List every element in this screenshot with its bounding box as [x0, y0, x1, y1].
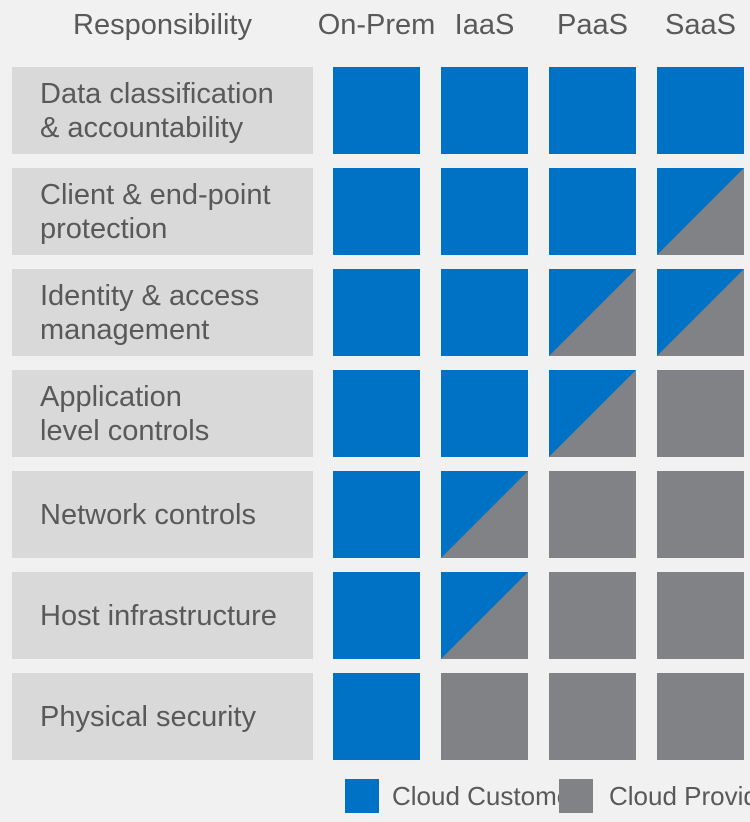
column-header-paas: PaaS [557, 8, 628, 41]
legend: Cloud Customer Cloud Provider [12, 779, 750, 813]
cell-shared [657, 269, 744, 356]
cell-customer [333, 168, 420, 255]
row-label: Host infrastructure [12, 572, 313, 659]
cell-customer [549, 168, 636, 255]
legend-customer-swatch [345, 779, 379, 813]
shared-split-icon [549, 370, 636, 457]
column-header-saas: SaaS [665, 8, 736, 41]
shared-split-icon [441, 471, 528, 558]
cell-customer [441, 168, 528, 255]
row-label: Physical security [12, 673, 313, 760]
cell-provider [657, 471, 744, 558]
row-label: Application level controls [12, 370, 313, 457]
row-label: Identity & access management [12, 269, 313, 356]
column-header-iaas: IaaS [454, 8, 515, 41]
cell-customer [441, 269, 528, 356]
cell-shared [549, 370, 636, 457]
cell-provider [657, 572, 744, 659]
cell-customer [333, 269, 420, 356]
matrix-row: Identity & access management [12, 269, 750, 356]
cell-provider [657, 370, 744, 457]
column-headers: On-Prem IaaS PaaS SaaS [317, 8, 750, 42]
cell-provider [549, 572, 636, 659]
row-label: Client & end-point protection [12, 168, 313, 255]
cell-provider [549, 471, 636, 558]
legend-provider-label: Cloud Provider [609, 780, 750, 811]
cell-customer [333, 370, 420, 457]
cell-customer [657, 67, 744, 154]
matrix-row: Data classification & accountability [12, 67, 750, 154]
shared-split-icon [441, 572, 528, 659]
cell-customer [441, 370, 528, 457]
matrix-row: Host infrastructure [12, 572, 750, 659]
cell-customer [333, 572, 420, 659]
cell-customer [549, 67, 636, 154]
cell-customer [333, 673, 420, 760]
column-header-on-prem: On-Prem [317, 8, 436, 41]
shared-split-icon [657, 269, 744, 356]
matrix-row: Physical security [12, 673, 750, 760]
shared-split-icon [657, 168, 744, 255]
cell-shared [657, 168, 744, 255]
matrix-header-row: Responsibility On-Prem IaaS PaaS SaaS [12, 0, 750, 50]
cell-provider [549, 673, 636, 760]
shared-split-icon [549, 269, 636, 356]
cell-provider [441, 673, 528, 760]
cell-shared [441, 572, 528, 659]
legend-provider-swatch [559, 779, 593, 813]
cell-customer [333, 471, 420, 558]
cell-shared [549, 269, 636, 356]
legend-customer-label: Cloud Customer [392, 780, 580, 811]
row-label: Data classification & accountability [12, 67, 313, 154]
cell-customer [441, 67, 528, 154]
cell-shared [441, 471, 528, 558]
cell-customer [333, 67, 420, 154]
row-label: Network controls [12, 471, 313, 558]
matrix-row: Client & end-point protection [12, 168, 750, 255]
matrix-row: Network controls [12, 471, 750, 558]
matrix-row: Application level controls [12, 370, 750, 457]
responsibility-column-header: Responsibility [73, 8, 252, 41]
cell-provider [657, 673, 744, 760]
